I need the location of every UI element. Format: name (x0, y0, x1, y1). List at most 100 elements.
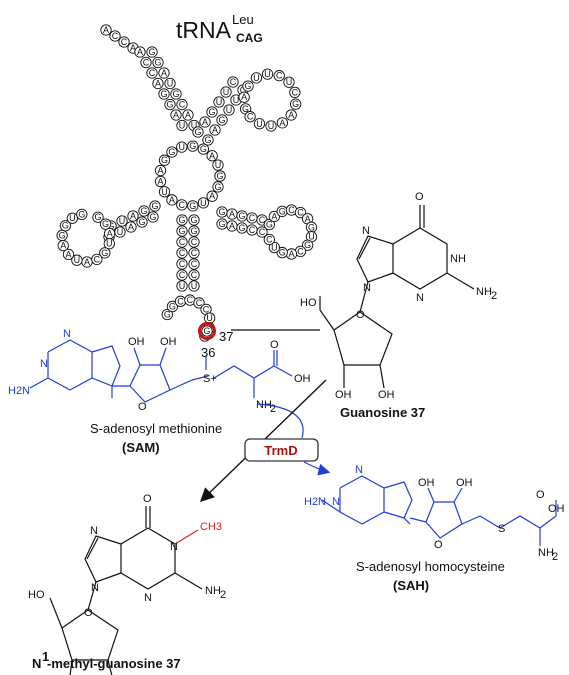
svg-text:C: C (259, 227, 266, 237)
trna-acceptor-stem-nucleotide: A (158, 67, 170, 79)
sah-abbr: (SAH) (393, 578, 429, 593)
svg-text:C: C (288, 205, 295, 215)
sah-nh2-sub: 2 (552, 551, 558, 563)
svg-text:G: G (149, 212, 156, 222)
trna-variable-loop-nucleotide: A (268, 210, 280, 223)
svg-text:U: U (161, 187, 168, 197)
svg-text:G: G (102, 219, 109, 229)
trna-central-loop-nucleotide: A (206, 150, 218, 162)
trna-d-loop-nucleotide: A (103, 227, 116, 240)
svg-text:A: A (202, 117, 208, 127)
trna-t-loop-nucleotide: G (242, 80, 254, 92)
svg-text:G: G (140, 206, 147, 216)
m1g-n3: N (144, 592, 152, 604)
svg-text:U: U (191, 281, 198, 291)
svg-text:G: G (94, 212, 101, 222)
trna-variable-loop-nucleotide: G (276, 205, 288, 218)
trna-anticodon-stem-nucleotide: G (176, 214, 188, 226)
trna-central-loop-nucleotide: G (214, 170, 226, 182)
sah-o-acid: O (536, 489, 545, 501)
sah-oh-a: OH (418, 477, 435, 489)
trna-anticodon-stem-nucleotide: G (188, 214, 200, 226)
guanosine-atoms: O NH NH 2 N N N O HO OH OH (300, 191, 497, 401)
svg-text:G: G (164, 309, 171, 319)
svg-text:A: A (161, 68, 167, 78)
sam-name: S-adenosyl methionine (90, 421, 222, 436)
trna-acceptor-tail-nucleotide: A (100, 24, 112, 36)
svg-text:A: A (107, 229, 113, 239)
trna-anticodon-stem-nucleotide: C (176, 247, 188, 259)
svg-text:U: U (117, 227, 124, 237)
svg-text:A: A (173, 110, 179, 120)
svg-text:A: A (158, 165, 164, 175)
trna-central-loop-nucleotide: G (197, 143, 210, 155)
svg-text:G: G (151, 201, 158, 211)
trna-t-arm-nucleotide: A (209, 124, 221, 136)
trna-title-sub: CAG (236, 31, 263, 45)
guanosine-nh2-sub: 2 (491, 290, 497, 302)
svg-text:C: C (249, 213, 256, 223)
svg-text:A: A (209, 151, 215, 161)
trna-variable-loop-nucleotide: U (268, 241, 280, 254)
svg-text:U: U (200, 198, 207, 208)
svg-text:A: A (130, 43, 136, 53)
trna-d-loop-nucleotide: G (56, 229, 68, 242)
trna-t-loop-nucleotide: C (289, 86, 301, 99)
trna-g37-nucleotide: G (201, 325, 213, 337)
sam-to-enzyme-arrow (257, 403, 304, 439)
guanosine-5oh: HO (300, 297, 317, 309)
trna-t-arm-nucleotide: U (220, 86, 232, 98)
guanosine-n3: N (416, 292, 424, 304)
trna-t-loop-nucleotide: G (290, 98, 302, 110)
guanosine-3oh: OH (335, 389, 352, 401)
trna-acceptor-stem-nucleotide: U (164, 77, 176, 90)
svg-text:G: G (59, 230, 66, 240)
m1g-label-rest: -methyl-guanosine 37 (47, 656, 181, 671)
svg-text:G: G (161, 155, 168, 165)
trna-variable-arm-nucleotide: A (226, 208, 238, 220)
trna-anticodon-stem-nucleotide: C (188, 236, 200, 248)
svg-text:C: C (177, 296, 184, 306)
svg-text:G: G (204, 135, 211, 145)
m1g-methyl-bond (174, 529, 199, 545)
svg-text:G: G (172, 89, 179, 99)
sah-atoms: H2N N N OH OH O S NH 2 OH O (304, 464, 565, 563)
trna-variable-arm-nucleotide: G (216, 218, 228, 230)
trna-variable-loop-nucleotide: G (301, 239, 314, 251)
trna-variable-arm-nucleotide: G (236, 210, 248, 222)
trna-anticodon-stem-nucleotide: C (188, 258, 200, 270)
guanosine-n7: N (362, 225, 370, 237)
svg-text:U: U (206, 313, 213, 323)
trna-anticodon-loop-nucleotide: G (161, 308, 173, 321)
guanosine-ring-o: O (356, 309, 365, 321)
sam-h2n: H2N (8, 385, 30, 397)
m1g-atoms: O N CH3 NH 2 N N N O HO (28, 493, 226, 619)
trna-central-loop-nucleotide: G (187, 200, 199, 212)
svg-text:G: G (62, 221, 69, 231)
sam-abbr: (SAM) (122, 440, 160, 455)
svg-text:A: A (137, 47, 143, 57)
svg-text:G: G (218, 207, 225, 217)
sam-oh-a: OH (128, 336, 145, 348)
svg-text:C: C (149, 68, 156, 78)
trna-acceptor-stem-nucleotide: G (152, 56, 164, 69)
svg-text:G: G (160, 89, 167, 99)
svg-text:G: G (308, 222, 315, 232)
trna-acceptor-stem-nucleotide: A (182, 109, 194, 121)
svg-text:C: C (179, 248, 186, 258)
trna-d-arm-nucleotide: G (136, 216, 148, 228)
svg-text:U: U (308, 232, 315, 242)
trna-anticodon-stem-nucleotide: U (188, 280, 200, 292)
sam-nh2-sub: 2 (270, 403, 276, 415)
svg-text:G: G (242, 104, 249, 114)
trna-d-loop-nucleotide: A (81, 256, 93, 268)
m1g-n1: N (170, 541, 178, 553)
trna-anticodon-stem-nucleotide: C (188, 247, 200, 259)
trna-t-loop-nucleotide: C (244, 111, 256, 123)
svg-text:C: C (230, 77, 237, 87)
svg-text:G: G (190, 215, 197, 225)
trna-acceptor-stem-nucleotide: C (140, 56, 152, 69)
sah-structure (321, 475, 557, 546)
svg-text:G: G (101, 248, 108, 258)
svg-text:A: A (288, 249, 294, 259)
